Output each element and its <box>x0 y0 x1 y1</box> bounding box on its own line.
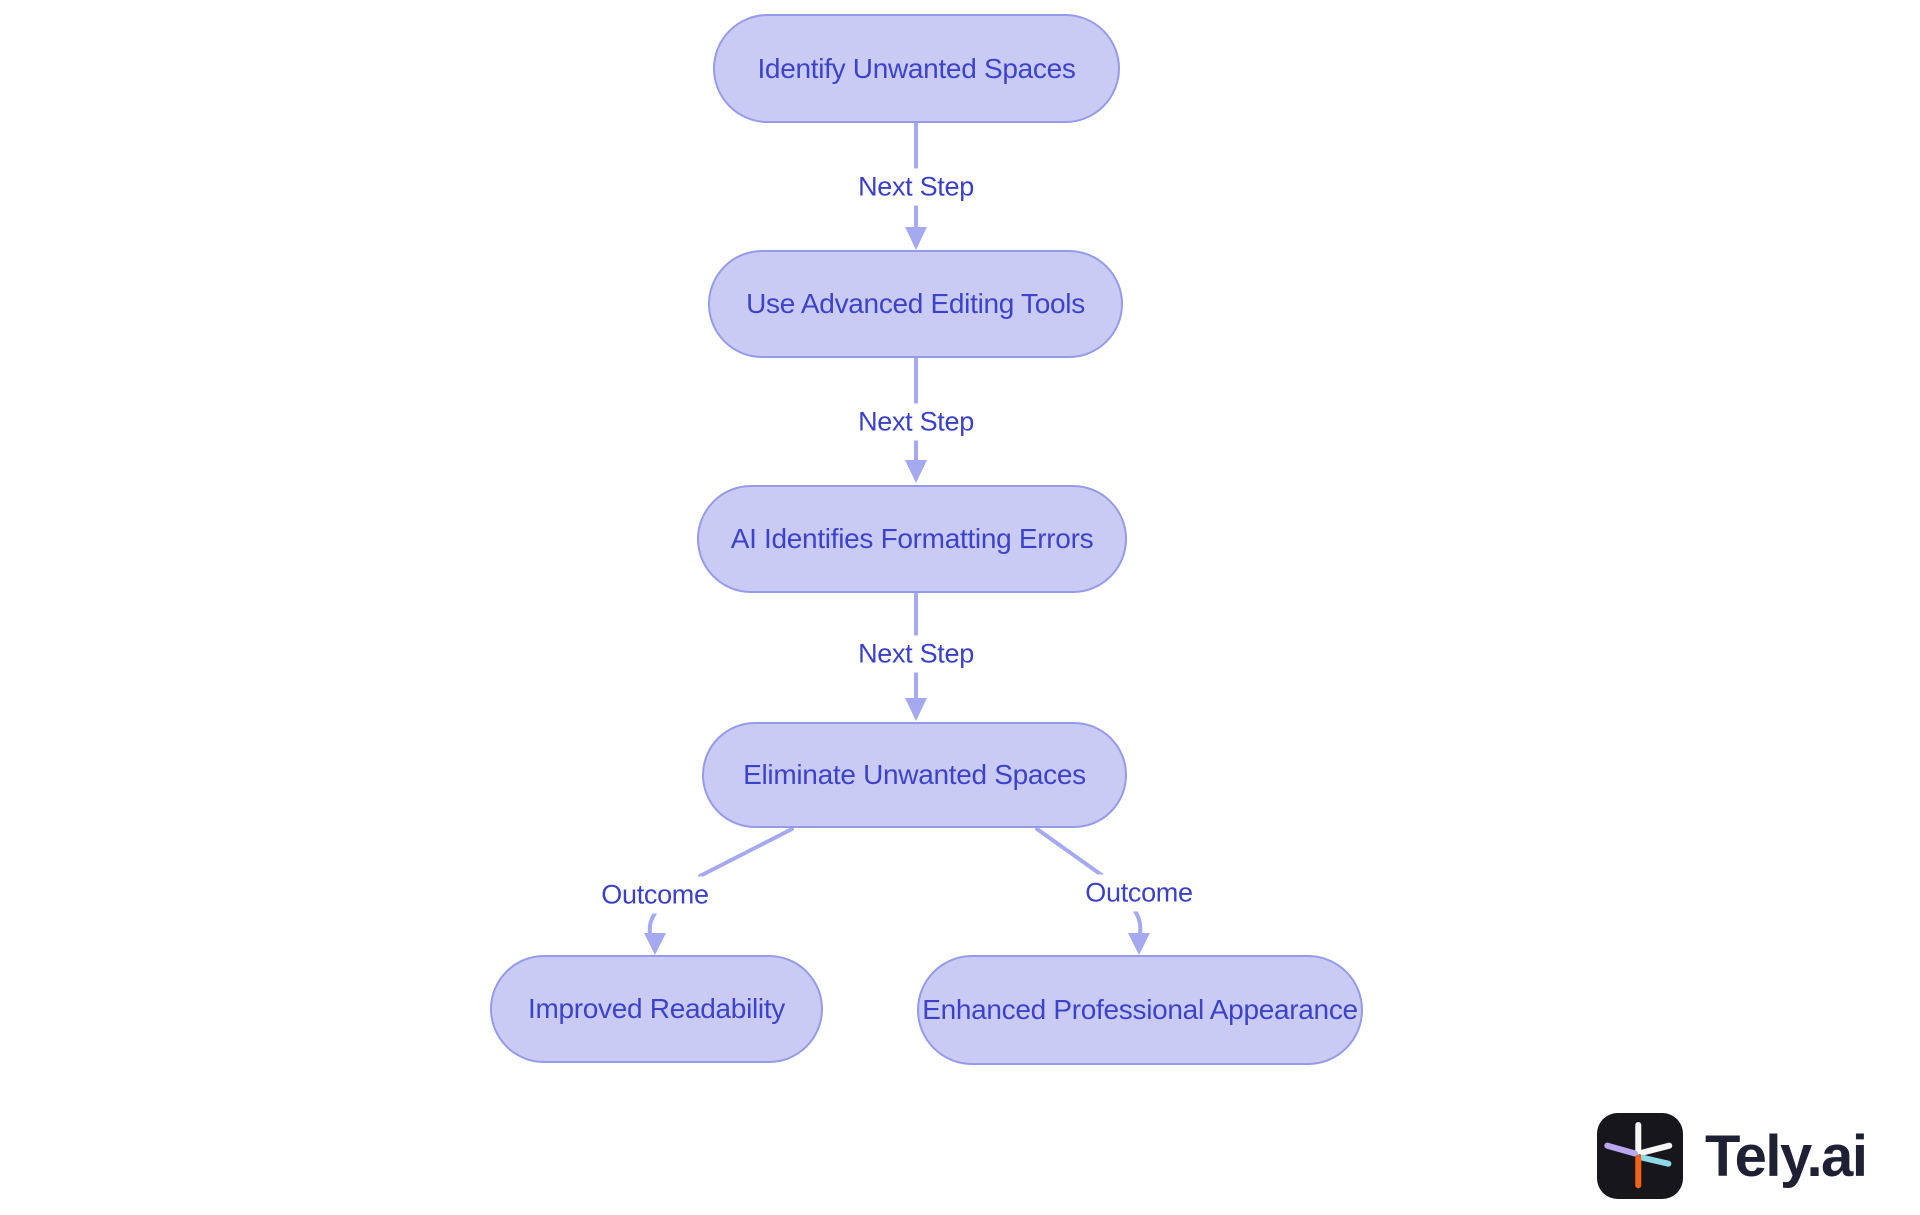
node-label: Improved Readability <box>527 993 786 1024</box>
node-label: AI Identifies Formatting Errors <box>730 523 1094 554</box>
node-label: Use Advanced Editing Tools <box>746 288 1085 319</box>
edge-label-outcome-left: Outcome <box>593 876 717 914</box>
edge-label-next-step-3: Next Step <box>850 635 982 673</box>
node-ai-identifies-formatting-errors: AI Identifies Formatting Errors <box>697 485 1127 593</box>
node-eliminate-unwanted-spaces: Eliminate Unwanted Spaces <box>702 722 1127 828</box>
node-label: Eliminate Unwanted Spaces <box>743 759 1086 790</box>
node-label: Identify Unwanted Spaces <box>757 52 1076 84</box>
node-improved-readability: Improved Readability <box>490 955 823 1063</box>
node-use-advanced-editing-tools: Use Advanced Editing Tools <box>708 250 1123 358</box>
edge-label-next-step-1: Next Step <box>850 168 982 206</box>
tely-logo-text: Tely.ai <box>1705 1123 1868 1189</box>
tely-star-icon <box>1597 1113 1683 1199</box>
tely-logo: Tely.ai <box>1597 1113 1868 1199</box>
node-enhanced-professional-appearance: Enhanced Professional Appearance <box>917 955 1363 1065</box>
edge-label-outcome-right: Outcome <box>1077 874 1201 912</box>
node-identify-unwanted-spaces: Identify Unwanted Spaces <box>713 14 1120 123</box>
node-label: Enhanced Professional Appearance <box>922 994 1358 1025</box>
edge-label-next-step-2: Next Step <box>850 403 982 441</box>
